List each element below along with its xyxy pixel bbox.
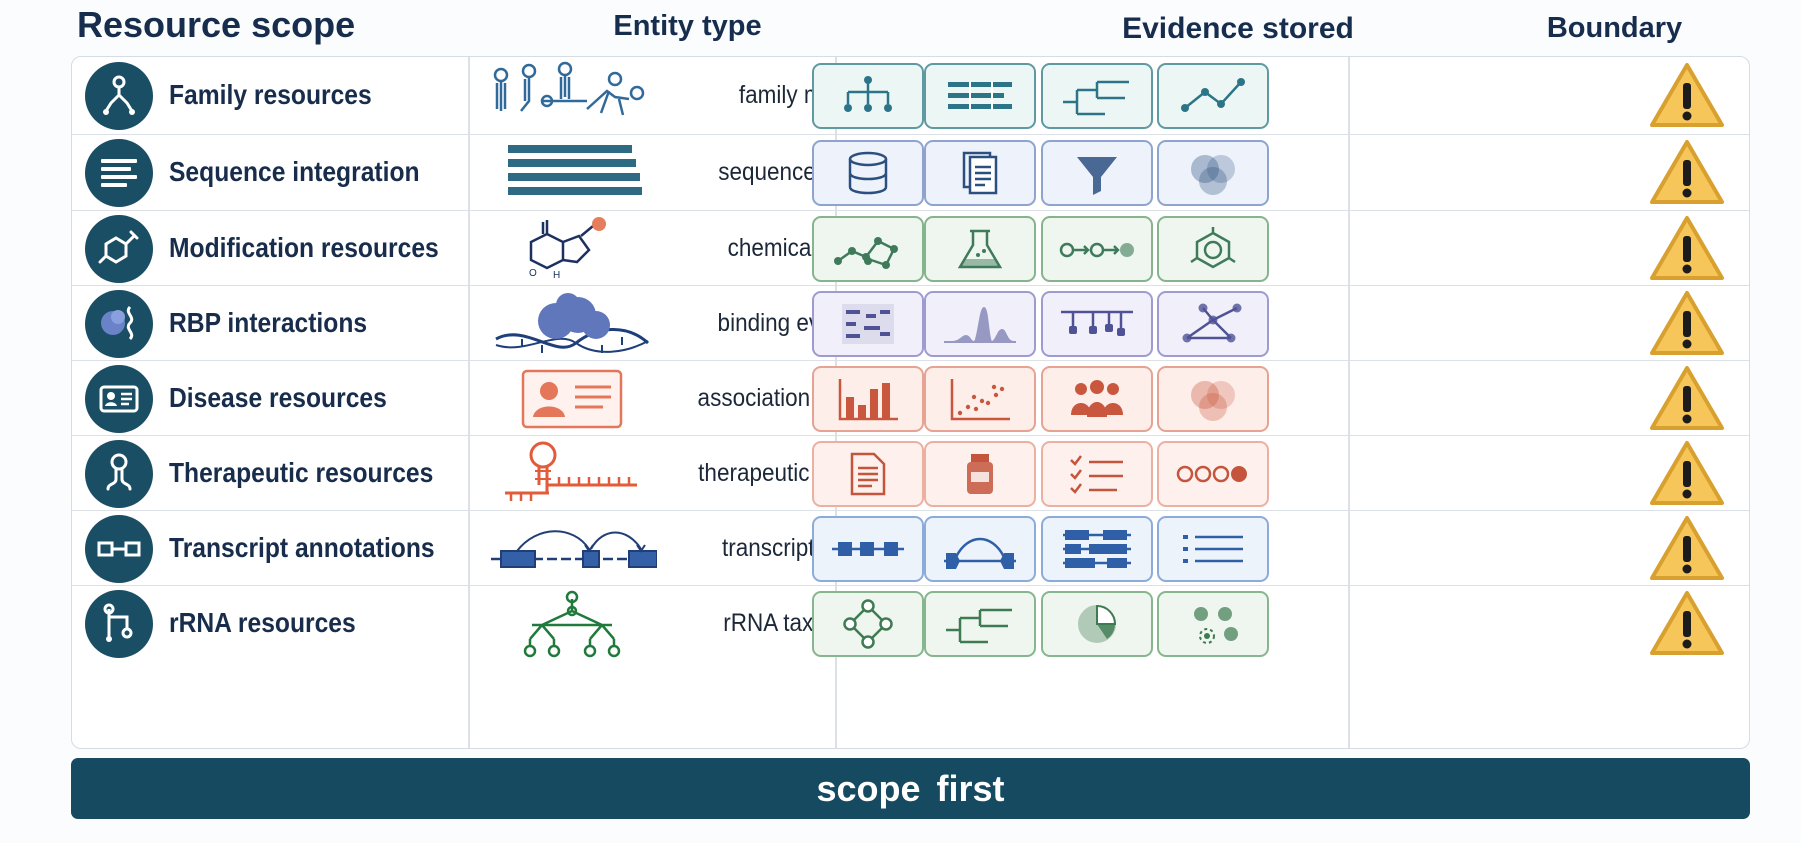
hairpin-molecule-icon: [85, 439, 153, 508]
rna-hairpin-icon: [85, 61, 153, 130]
resource-scope-label: Transcript annotations: [169, 531, 435, 563]
patient-card-icon: [472, 361, 672, 436]
database-icon: [812, 140, 924, 206]
warning-icon: [1650, 590, 1724, 655]
bar-chart-icon: [812, 365, 924, 432]
isoform-stack-icon: [1041, 515, 1153, 582]
header-resource-scope: Resource scope: [77, 4, 356, 45]
resource-scope-label: RBP interactions: [169, 306, 368, 338]
boundary-cell: [1572, 436, 1749, 511]
column-divider: [468, 57, 470, 748]
warning-icon: [1650, 365, 1724, 430]
boundary-cell: [1572, 586, 1749, 661]
resource-scope-label: Sequence integration: [169, 156, 420, 187]
rna-drug-icon: [472, 436, 672, 511]
warning-icon: [1650, 62, 1724, 127]
binding-sites-icon: [1041, 290, 1153, 357]
documents-icon: [924, 140, 1036, 206]
feature-list-icon: [1157, 515, 1269, 582]
resource-scope-label: Therapeutic resources: [169, 456, 434, 488]
boundary-cell: [1572, 361, 1749, 436]
exon-track-icon: [812, 515, 924, 582]
header-evidence-stored: Evidence stored: [1122, 12, 1354, 45]
protein-rna-icon: [85, 289, 153, 358]
gel-bands-icon: [812, 290, 924, 357]
benzene-ring-icon: [1157, 215, 1269, 282]
header-entity-type: Entity type: [613, 10, 762, 42]
filter-funnel-icon: [1041, 140, 1153, 206]
line-trend-icon: [1157, 62, 1269, 129]
header-boundary: Boundary: [1546, 12, 1683, 44]
exon-link-icon: [85, 514, 153, 583]
reaction-chain-icon: [1041, 215, 1153, 282]
warning-icon: [1650, 215, 1724, 280]
venn-overlap-icon: [1157, 140, 1269, 206]
dots-progress-icon: [1157, 440, 1269, 507]
warning-icon: [1650, 515, 1724, 580]
warning-icon: [1650, 140, 1724, 204]
phylogeny-tree-icon: [1041, 62, 1153, 129]
boundary-cell: [1572, 57, 1749, 134]
id-card-icon: [85, 364, 153, 433]
svg-text:H: H: [553, 270, 560, 281]
venn-overlap-icon: [1157, 365, 1269, 432]
resource-scope-label: Modification resources: [169, 231, 439, 263]
resource-scope-label: rRNA resources: [169, 606, 356, 638]
boundary-cell: [1572, 511, 1749, 586]
column-divider: [1348, 57, 1350, 748]
cycle-graph-icon: [812, 590, 924, 657]
list-lines-icon: [85, 139, 153, 207]
protein-on-rna-icon: [472, 286, 672, 361]
medicine-bottle-icon: [924, 440, 1036, 507]
splicing-model-icon: [472, 511, 672, 586]
svg-text:O: O: [529, 268, 537, 279]
rna-secondary-structures-icon: [472, 57, 672, 134]
scatter-plot-icon: [924, 365, 1036, 432]
phylogeny-tree-icon: [924, 590, 1036, 657]
clusters-icon: [1157, 590, 1269, 657]
scope-first-banner: scope first: [71, 758, 1750, 819]
resource-scope-label: Family resources: [169, 78, 372, 110]
boundary-cell: [1572, 211, 1749, 286]
document-icon: [812, 440, 924, 507]
resource-scope-label: Disease resources: [169, 381, 387, 413]
checklist-icon: [1041, 440, 1153, 507]
molecule-ring-icon: [85, 214, 153, 283]
flask-icon: [924, 215, 1036, 282]
splice-junction-icon: [924, 515, 1036, 582]
molecule-network-icon: [812, 215, 924, 282]
warning-icon: [1650, 440, 1724, 505]
taxonomy-tree-icon: [472, 586, 672, 661]
stacked-sequences-icon: [472, 135, 672, 211]
signal-peak-icon: [924, 290, 1036, 357]
population-icon: [1041, 365, 1153, 432]
aligned-sequences-icon: [924, 62, 1036, 129]
warning-icon: [1650, 290, 1724, 355]
pie-chart-icon: [1041, 590, 1153, 657]
branch-icon: [85, 589, 153, 658]
interaction-network-icon: [1157, 290, 1269, 357]
hierarchy-tree-icon: [812, 62, 924, 129]
boundary-cell: [1572, 286, 1749, 361]
boundary-cell: [1572, 135, 1749, 211]
